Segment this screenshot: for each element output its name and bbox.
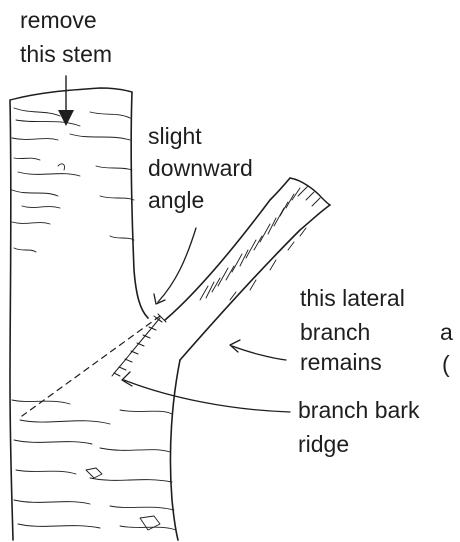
lateral-branch-arrowhead-icon [230,340,240,352]
bark-ridge-arrowhead-icon [122,372,132,386]
trunk-outline-right-upper [131,92,148,318]
cut-off-text-fragment-1: a [440,318,453,346]
lateral-branch-label-line-2: branch [300,318,370,346]
branch-end-cut [290,178,330,205]
cut-guide-dashed-line [22,316,160,416]
trunk-top-cut [10,88,132,100]
trunk-outline-right-lower [170,360,180,540]
slight-angle-label-line-3: angle [148,186,204,214]
slight-angle-label-line-1: slight [148,122,202,150]
remove-stem-label-line-1: remove [20,6,97,34]
bark-ridge-label-line-1: branch bark [298,396,419,424]
lateral-branch-arrow [232,346,286,360]
lateral-branch-label-line-1: this lateral [300,284,405,312]
bark-ridge-label-line-2: ridge [298,430,349,458]
lateral-branch-label-line-3: remains [300,348,382,376]
cut-off-text-fragment-2: ( [442,350,450,378]
bark-ridge-arrow [124,380,290,412]
remove-stem-label-line-2: this stem [20,40,112,68]
slight-angle-label-line-2: downward [148,154,253,182]
slight-angle-arrow [158,228,196,302]
trunk-outline-left [10,100,13,540]
branch-bark-texture [200,186,320,300]
